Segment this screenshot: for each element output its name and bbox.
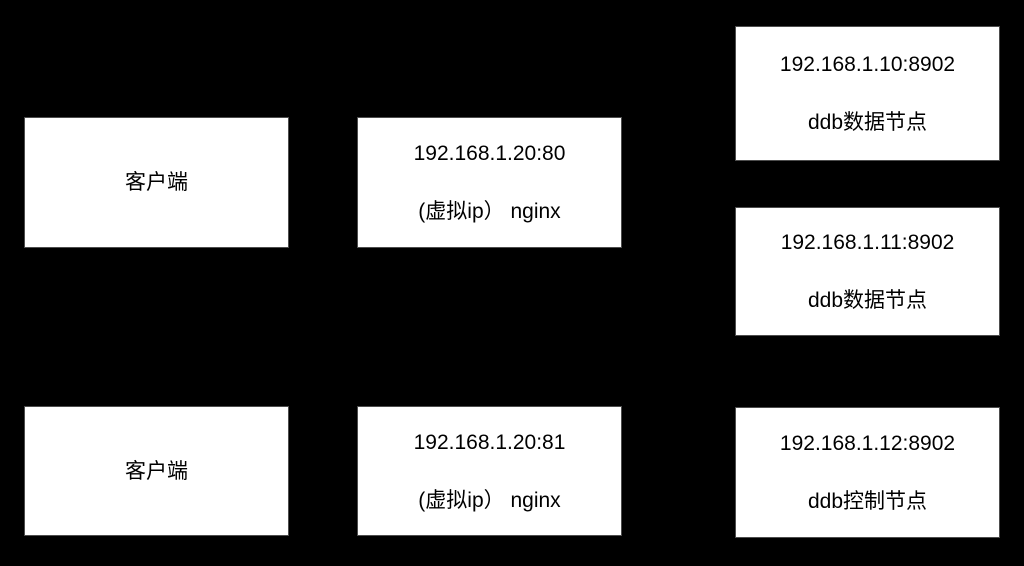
node-role-label: ddb数据节点 bbox=[807, 111, 928, 134]
node-nginx-virtual-ip-80: 192.168.1.20:80 (虚拟ip） nginx bbox=[357, 117, 622, 248]
node-ip-label: 192.168.1.12:8902 bbox=[779, 432, 956, 455]
node-role-label: (虚拟ip） nginx bbox=[418, 488, 561, 512]
node-role-label: ddb控制节点 bbox=[807, 490, 928, 513]
node-client-bottom: 客户端 bbox=[24, 406, 289, 536]
node-ip-label: 192.168.1.20:81 bbox=[413, 430, 566, 454]
node-ddb-data-10: 192.168.1.10:8902 ddb数据节点 bbox=[735, 26, 1000, 161]
node-role-label: ddb数据节点 bbox=[807, 289, 928, 312]
node-ddb-data-11: 192.168.1.11:8902 ddb数据节点 bbox=[735, 207, 1000, 336]
node-role-label: (虚拟ip） nginx bbox=[418, 200, 561, 223]
node-client-top: 客户端 bbox=[24, 117, 289, 248]
node-ddb-control-12: 192.168.1.12:8902 ddb控制节点 bbox=[735, 407, 1000, 538]
node-ip-label: 192.168.1.11:8902 bbox=[780, 231, 955, 254]
node-label: 客户端 bbox=[125, 459, 188, 483]
node-label: 客户端 bbox=[125, 171, 188, 194]
node-nginx-virtual-ip-81: 192.168.1.20:81 (虚拟ip） nginx bbox=[357, 406, 622, 536]
node-ip-label: 192.168.1.20:80 bbox=[413, 142, 566, 165]
node-ip-label: 192.168.1.10:8902 bbox=[779, 53, 956, 76]
